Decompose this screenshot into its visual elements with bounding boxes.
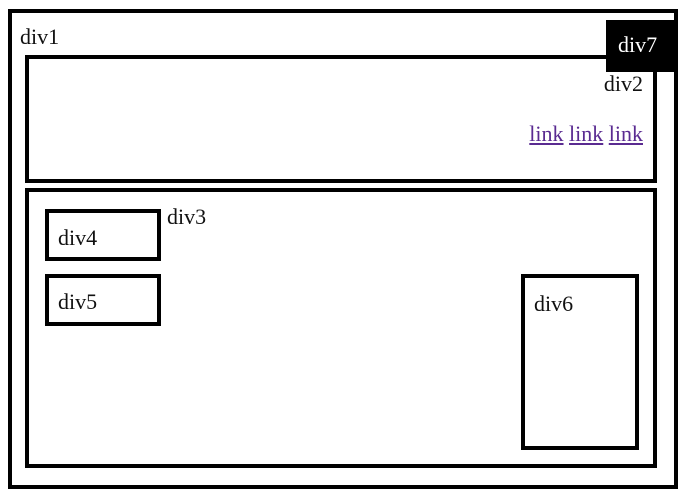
div2-container: div2 link link link bbox=[25, 55, 657, 183]
div6-label: div6 bbox=[534, 291, 574, 316]
div6-box: div6 bbox=[521, 274, 639, 450]
link-1[interactable]: link bbox=[529, 121, 564, 146]
div4-box: div4 bbox=[45, 209, 161, 261]
div1-label: div1 bbox=[20, 24, 60, 49]
link-3[interactable]: link bbox=[608, 121, 643, 146]
link-group: link link link bbox=[529, 122, 643, 146]
div5-box: div5 bbox=[45, 274, 161, 326]
link-2[interactable]: link bbox=[569, 121, 604, 146]
div7-overlay-box: div7 bbox=[606, 20, 676, 72]
div3-label: div3 bbox=[167, 204, 207, 229]
div7-label: div7 bbox=[618, 32, 658, 57]
div4-label: div4 bbox=[58, 225, 98, 250]
div5-label: div5 bbox=[58, 289, 98, 314]
div2-label: div2 bbox=[603, 71, 643, 96]
